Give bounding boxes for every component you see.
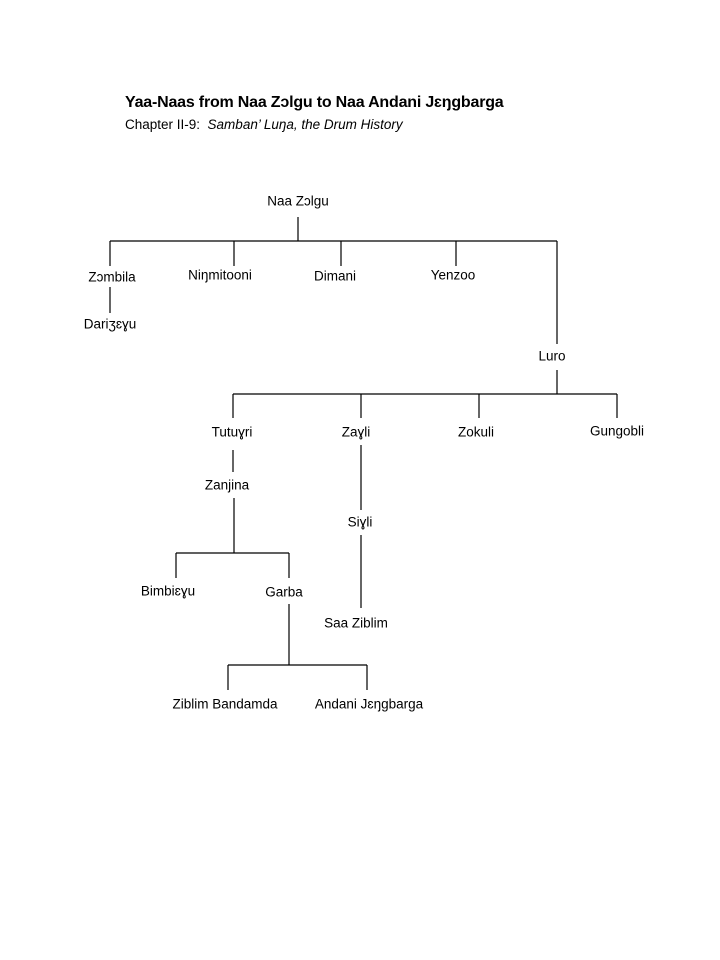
node-zombila: Zɔmbila [88, 269, 136, 285]
node-garba: Garba [265, 584, 303, 600]
node-dariziyu: Dariʒɛɣu [83, 316, 137, 332]
node-dimani: Dimani [313, 268, 357, 284]
node-bimbieyu: Bimbiɛɣu [140, 583, 196, 599]
page-title: Yaa-Naas from Naa Zɔlgu to Naa Andani Jɛ… [125, 94, 504, 111]
node-ziblim-bandamda: Ziblim Bandamda [172, 696, 278, 712]
node-andani-jengbarga: Andani Jɛŋgbarga [314, 696, 424, 712]
node-naa-zolgu: Naa Zɔlgu [267, 193, 329, 209]
node-luro: Luro [538, 348, 566, 364]
node-zanjina: Zanjina [204, 477, 250, 493]
node-siyli: Siɣli [347, 514, 373, 530]
node-saa-ziblim: Saa Ziblim [324, 615, 388, 631]
node-nimitooni: Niŋmitooni [188, 267, 252, 283]
node-tutuyri: Tutuɣri [211, 424, 253, 440]
subtitle-chapter: Chapter II-9: [125, 117, 208, 132]
node-gungobli: Gungobli [589, 423, 645, 439]
node-zayli: Zaɣli [341, 424, 371, 440]
page-subtitle: Chapter II-9: Samban’ Luŋa, the Drum His… [125, 117, 403, 132]
node-zokuli: Zokuli [457, 424, 495, 440]
node-yenzoo: Yenzoo [430, 267, 476, 283]
subtitle-source: Samban’ Luŋa, the Drum History [207, 117, 403, 132]
